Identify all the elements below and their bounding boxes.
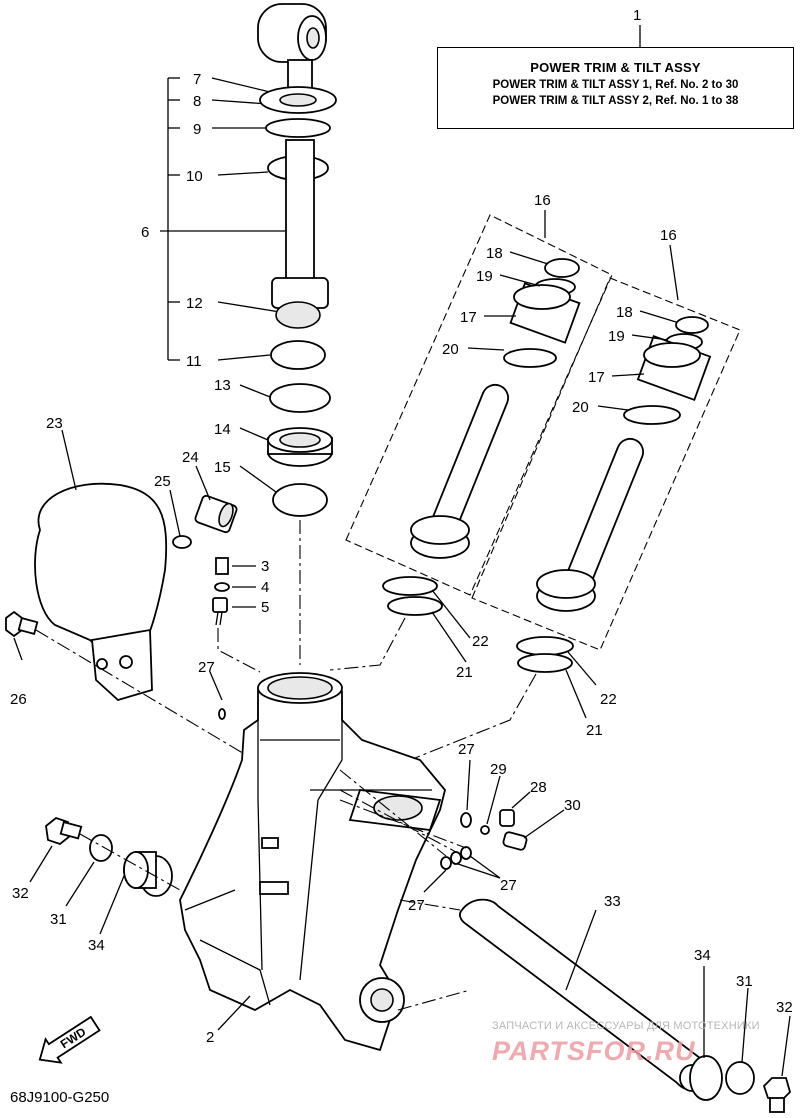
pin-28: [499, 809, 515, 827]
o-ring-4: [214, 582, 230, 592]
callout-22a: 22: [472, 633, 489, 650]
callout-4: 4: [261, 579, 269, 596]
reservoir-cover-23: [34, 482, 168, 702]
tilt-rod-assy: [257, 3, 337, 329]
callout-21a: 21: [456, 664, 473, 681]
callout-10: 10: [186, 168, 203, 185]
screw-5: [212, 597, 228, 626]
o-ring-27a: [218, 708, 226, 720]
callout-26: 26: [10, 691, 27, 708]
callout-15: 15: [214, 459, 231, 476]
callout-27c: 27: [500, 877, 517, 894]
ball-29: [480, 825, 490, 835]
diagram-code: 68J9100-G250: [10, 1089, 110, 1106]
callout-23: 23: [46, 415, 63, 432]
callout-12: 12: [186, 295, 203, 312]
callout-33: 33: [604, 893, 621, 910]
callout-16a: 16: [534, 192, 551, 209]
watermark-tagline: ЗАПЧАСТИ И АКСЕССУАРЫ ДЛЯ МОТОТЕХНИКИ: [492, 1020, 760, 1032]
backup-ring-22b: [516, 636, 574, 656]
callout-18b: 18: [616, 304, 633, 321]
callout-20b: 20: [572, 399, 589, 416]
washer-31b: [725, 1061, 755, 1095]
backup-ring-22a: [382, 576, 438, 596]
callout-18a: 18: [486, 245, 503, 262]
piston-14: [267, 427, 333, 467]
callout-3: 3: [261, 558, 269, 575]
bolt-26: [5, 610, 39, 638]
callout-20a: 20: [442, 341, 459, 358]
callout-2: 2: [206, 1029, 214, 1046]
callout-9: 9: [193, 121, 201, 138]
callout-25: 25: [154, 473, 171, 490]
callout-32a: 32: [12, 885, 29, 902]
bushing-34b: [689, 1055, 723, 1101]
o-ring-11: [270, 340, 326, 370]
washer-31a: [89, 834, 113, 862]
callout-30: 30: [564, 797, 581, 814]
fwd-arrow-icon: [38, 1015, 101, 1064]
callout-24: 24: [182, 449, 199, 466]
callout-5: 5: [261, 599, 269, 616]
callout-16b: 16: [660, 227, 677, 244]
bolt-32b: [762, 1077, 792, 1113]
callout-27d: 27: [408, 897, 425, 914]
callout-27b: 27: [458, 741, 475, 758]
bushing-34a: [123, 851, 173, 897]
o-ring-21b: [517, 653, 573, 673]
callout-17b: 17: [588, 369, 605, 386]
trim-ram-group-2: [471, 277, 741, 651]
assembly-title: POWER TRIM & TILT ASSY: [530, 60, 701, 75]
callout-27a: 27: [198, 659, 215, 676]
cylinder-body-2: [179, 672, 446, 1052]
plug-30: [502, 831, 528, 851]
callout-1: 1: [633, 7, 641, 24]
callout-7: 7: [193, 71, 201, 88]
o-ring-25: [172, 535, 192, 549]
assembly-title-box: POWER TRIM & TILT ASSY POWER TRIM & TILT…: [437, 47, 794, 129]
o-ring-21a: [387, 596, 443, 616]
filter-24: [194, 494, 238, 534]
callout-31a: 31: [50, 911, 67, 928]
trim-ram-1: [410, 258, 581, 559]
callout-32b: 32: [776, 999, 793, 1016]
callout-34a: 34: [88, 937, 105, 954]
watermark-logo: PARTSFOR.RU: [492, 1036, 696, 1066]
callout-13: 13: [214, 377, 231, 394]
callout-14: 14: [214, 421, 231, 438]
callout-8: 8: [193, 93, 201, 110]
callout-11: 11: [186, 353, 202, 370]
o-ring-27c: [440, 856, 452, 870]
backup-ring-13: [269, 383, 331, 413]
callout-17a: 17: [460, 309, 477, 326]
assembly-note-1: POWER TRIM & TILT ASSY 1, Ref. No. 2 to …: [492, 79, 739, 91]
callout-34b: 34: [694, 947, 711, 964]
callout-6: 6: [141, 224, 149, 241]
o-ring-27b: [460, 812, 472, 828]
trim-ram-2: [536, 316, 712, 612]
callout-21b: 21: [586, 722, 603, 739]
callout-28: 28: [530, 779, 547, 796]
callout-29: 29: [490, 761, 507, 778]
valve-3: [215, 557, 229, 575]
callout-22b: 22: [600, 691, 617, 708]
callout-31b: 31: [736, 973, 753, 990]
assembly-note-2: POWER TRIM & TILT ASSY 2, Ref. No. 1 to …: [492, 95, 739, 107]
callout-19b: 19: [608, 328, 625, 345]
bolt-32a: [45, 816, 83, 846]
callout-19a: 19: [476, 268, 493, 285]
o-ring-15: [272, 483, 328, 517]
